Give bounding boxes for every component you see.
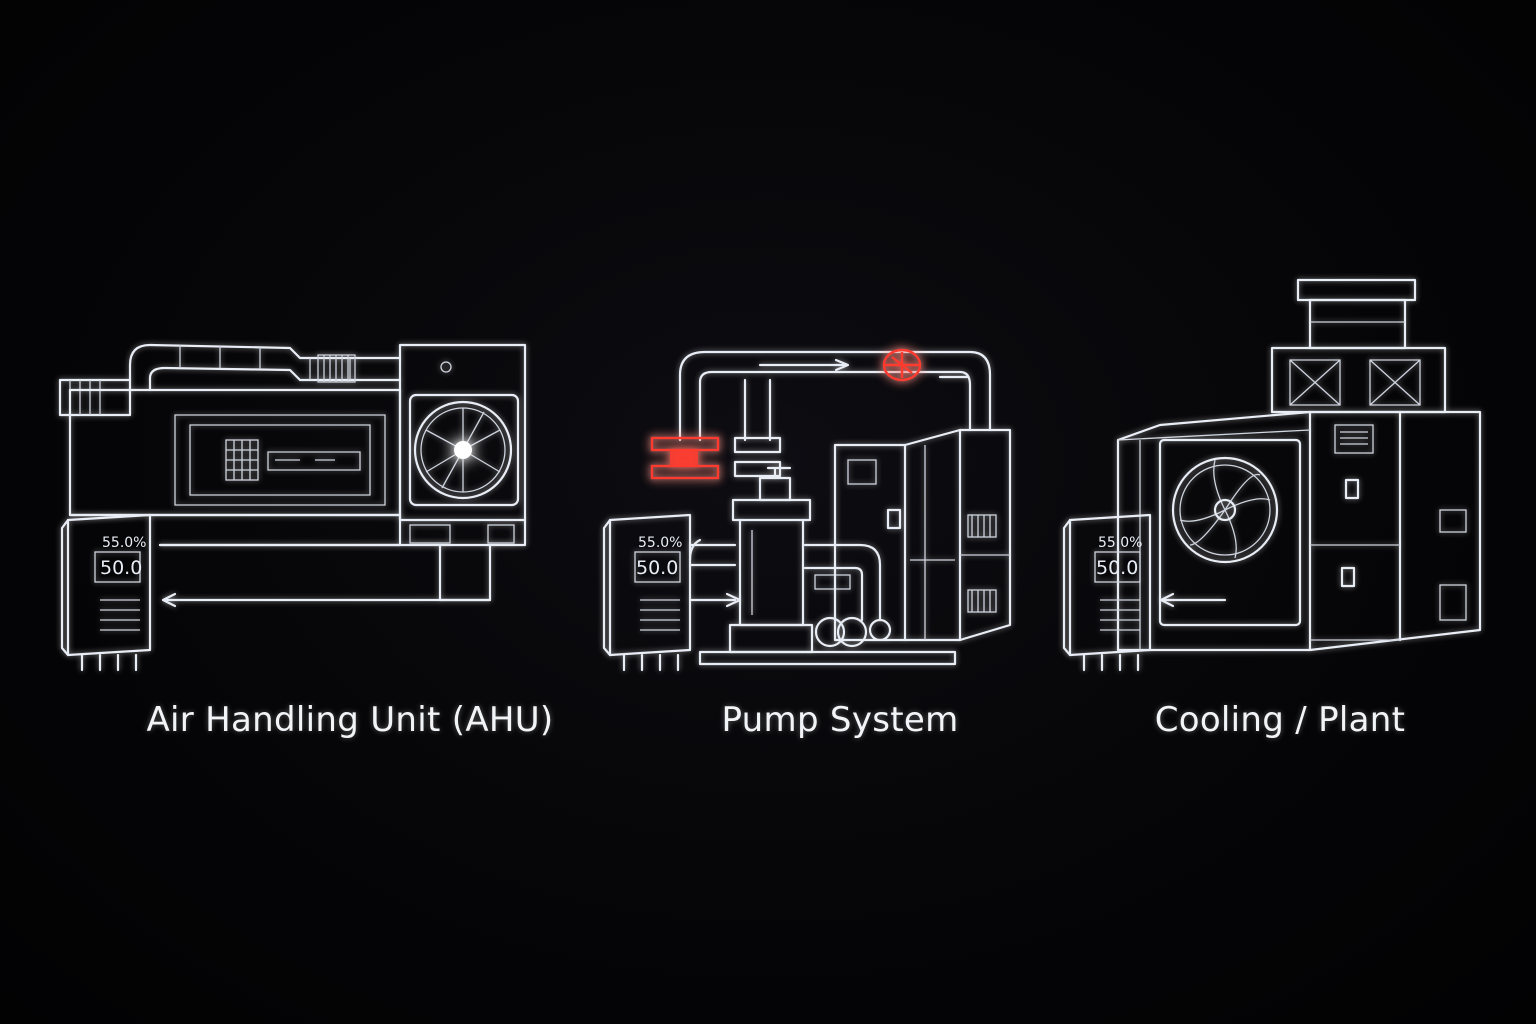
pump-caption: Pump System — [721, 700, 959, 740]
pump-illustration — [602, 348, 1012, 672]
valve-alert-icon — [650, 348, 922, 480]
pump-setpoint: 55.0% — [638, 535, 682, 551]
cooling-controller-readout: 55.0% 50.0 — [1096, 535, 1142, 579]
fan-icon — [413, 400, 513, 500]
pump-controller-readout: 55.0% 50.0 — [636, 535, 682, 579]
ahu-setpoint: 55.0% — [102, 535, 146, 551]
pump-supply-pipe — [678, 350, 992, 442]
pump-controller — [602, 513, 692, 672]
fan-icon — [1171, 456, 1279, 564]
pump-control-cabinet — [833, 428, 1012, 642]
ahu-caption: Air Handling Unit (AHU) — [146, 700, 554, 740]
ahu-grille — [225, 439, 259, 481]
cooling-controller — [1062, 513, 1152, 672]
ahu-illustration — [58, 343, 527, 672]
cooling-plant-illustration — [1062, 278, 1482, 672]
cooling-setpoint: 55.0% — [1098, 535, 1142, 551]
cooling-tower-top — [1270, 346, 1447, 414]
cooling-caption: Cooling / Plant — [1154, 700, 1406, 740]
pump-body — [728, 466, 814, 654]
ahu-controller — [60, 513, 152, 672]
ahu-value: 50.0 — [100, 557, 142, 579]
ahu-controller-readout: 55.0% 50.0 — [100, 535, 146, 579]
ahu-duct — [128, 343, 402, 382]
pump-value: 50.0 — [636, 557, 678, 579]
cooling-value: 50.0 — [1096, 557, 1138, 579]
